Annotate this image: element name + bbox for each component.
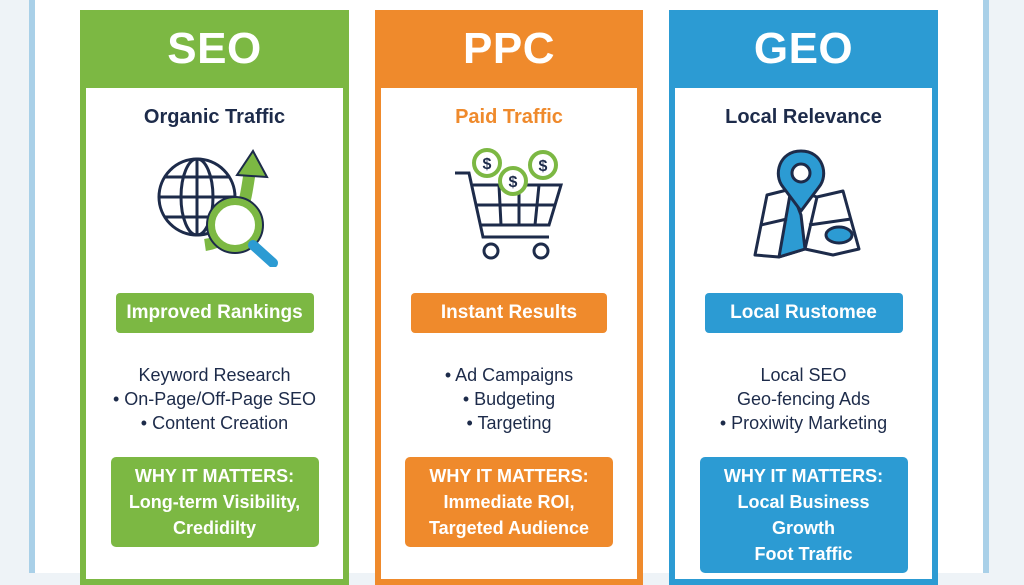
why-it-matters-box: WHY IT MATTERS: Immediate ROI, Targeted … <box>405 457 613 547</box>
list-item: Keyword Research <box>138 365 291 385</box>
why-it-matters-box: WHY IT MATTERS: Long-term Visibility, Cr… <box>110 457 319 547</box>
seo-column: SEO Organic Traffic Improved Rankings Ke… <box>80 10 349 585</box>
why-line: Immediate ROI, <box>443 492 575 512</box>
why-label: WHY IT MATTERS: <box>134 466 295 486</box>
highlight-badge: Local Rustomee <box>704 293 903 333</box>
ppc-column: PPC Paid Traffic $ $ $ Instant Results •… <box>375 10 643 585</box>
highlight-badge: Instant Results <box>411 293 607 333</box>
column-title: PPC <box>375 10 643 88</box>
why-line: Credidilty <box>172 518 256 538</box>
svg-text:$: $ <box>509 174 518 191</box>
geo-column: GEO Local Relevance Local Rustomee Local… <box>669 10 938 585</box>
column-title: GEO <box>669 10 938 88</box>
column-title: SEO <box>80 10 349 88</box>
map-pin-icon <box>675 145 932 267</box>
svg-text:$: $ <box>539 158 548 175</box>
list-item: • Targeting <box>466 413 552 433</box>
why-line: Long-term Visibility, <box>128 492 301 512</box>
list-item: • Proxiwity Marketing <box>719 413 888 433</box>
feature-list: • Ad Campaigns • Budgeting • Targeting <box>381 363 637 435</box>
why-it-matters-box: WHY IT MATTERS: Local Business Growth Fo… <box>699 457 908 573</box>
globe-magnifier-growth-icon <box>86 145 343 267</box>
highlight-badge: Improved Rankings <box>115 293 314 333</box>
list-item: • On-Page/Off-Page SEO <box>112 389 317 409</box>
list-item: • Content Creation <box>140 413 289 433</box>
list-item: • Ad Campaigns <box>444 365 574 385</box>
why-label: WHY IT MATTERS: <box>429 466 589 486</box>
feature-list: Local SEO Geo-fencing Ads • Proxiwity Ma… <box>675 363 932 435</box>
list-item: • Budgeting <box>462 389 556 409</box>
why-line: Foot Traffic <box>754 544 853 564</box>
feature-list: Keyword Research • On-Page/Off-Page SEO … <box>86 363 343 435</box>
column-subtitle: Organic Traffic <box>143 106 286 128</box>
why-line: Targeted Audience <box>428 518 590 538</box>
svg-text:$: $ <box>483 156 492 173</box>
why-line: Local Business Growth <box>737 492 870 538</box>
column-subtitle: Local Relevance <box>725 106 882 128</box>
shopping-cart-coins-icon: $ $ $ <box>381 145 637 267</box>
column-subtitle: Paid Traffic <box>455 106 563 128</box>
list-item: Local SEO <box>760 365 847 385</box>
why-label: WHY IT MATTERS: <box>723 466 884 486</box>
list-item: Geo-fencing Ads <box>736 389 871 409</box>
